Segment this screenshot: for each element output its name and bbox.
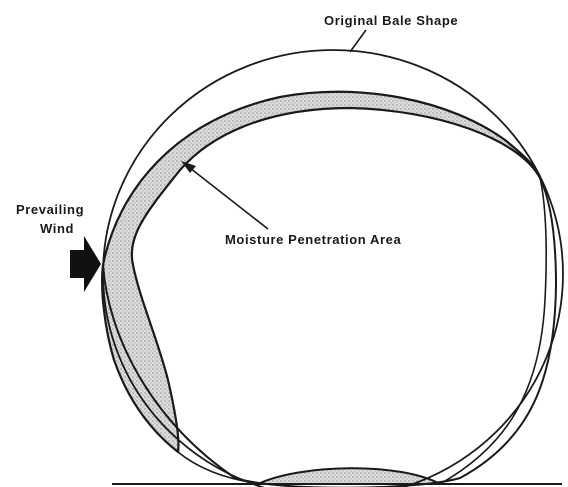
moisture-penetration-label: Moisture Penetration Area (225, 232, 402, 247)
prevailing-wind-label-line1: Prevailing (16, 202, 84, 217)
leader-arrow-icon (181, 161, 268, 229)
inner-bale-outline (178, 178, 546, 484)
wind-arrow-icon (70, 236, 101, 292)
moisture-penetration-band (102, 92, 540, 452)
original-bale-shape-label: Original Bale Shape (324, 13, 458, 28)
original-bale-leader (350, 30, 366, 52)
moisture-bottom-band (258, 468, 440, 484)
prevailing-wind-label-line2: Wind (40, 221, 74, 236)
